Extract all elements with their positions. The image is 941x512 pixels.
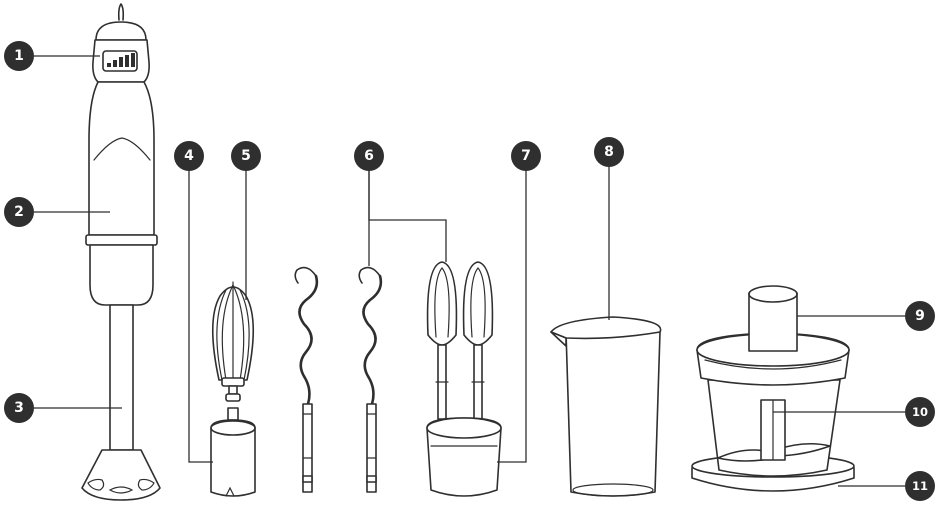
callout-label: 4 [184, 148, 194, 164]
callout-label: 11 [912, 479, 928, 493]
callout-label: 10 [912, 405, 928, 419]
blender-shaft [110, 305, 133, 450]
beater-gearbox [427, 418, 501, 496]
callout-label: 3 [14, 400, 24, 416]
callout-4: 4 [174, 141, 204, 171]
callout-5: 5 [231, 141, 261, 171]
whisk [213, 282, 254, 401]
callout-label: 6 [364, 148, 374, 164]
callout-8: 8 [594, 137, 624, 167]
callout-label: 7 [521, 148, 531, 164]
callout-2: 2 [4, 197, 34, 227]
twin-beaters [428, 262, 493, 419]
callout-11: 11 [905, 471, 935, 501]
callout-6: 6 [354, 141, 384, 171]
callout-1: 1 [4, 41, 34, 71]
whisk-adapter [211, 408, 255, 496]
callout-label: 9 [915, 308, 925, 324]
callout-label: 2 [14, 204, 24, 220]
callout-7: 7 [511, 141, 541, 171]
dough-hook-left [295, 268, 317, 492]
callout-9: 9 [905, 301, 935, 331]
chopper [692, 286, 854, 491]
dough-hook-right [359, 268, 381, 492]
callout-3: 3 [4, 393, 34, 423]
callout-label: 5 [241, 148, 251, 164]
callout-label: 8 [604, 144, 614, 160]
measuring-beaker [551, 317, 661, 496]
hand-blender [82, 4, 160, 500]
callout-label: 1 [14, 48, 24, 64]
callout-10: 10 [905, 397, 935, 427]
